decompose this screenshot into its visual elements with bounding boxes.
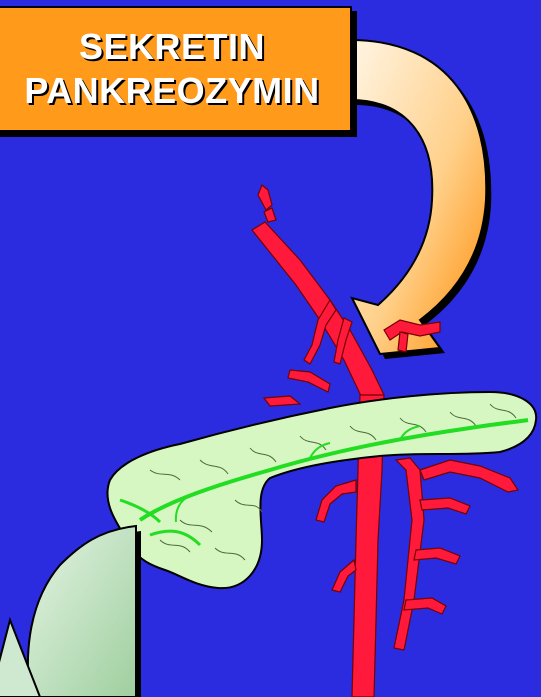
hormone-label-box: SEKRETIN PANKREOZYMIN [0,6,352,132]
hormone-label-line-1: SEKRETIN [79,25,265,69]
secretion-arrow [0,526,141,697]
hormone-arrow [350,40,491,359]
hormone-label-line-2: PANKREOZYMIN [24,69,319,113]
pancreas [107,392,536,588]
